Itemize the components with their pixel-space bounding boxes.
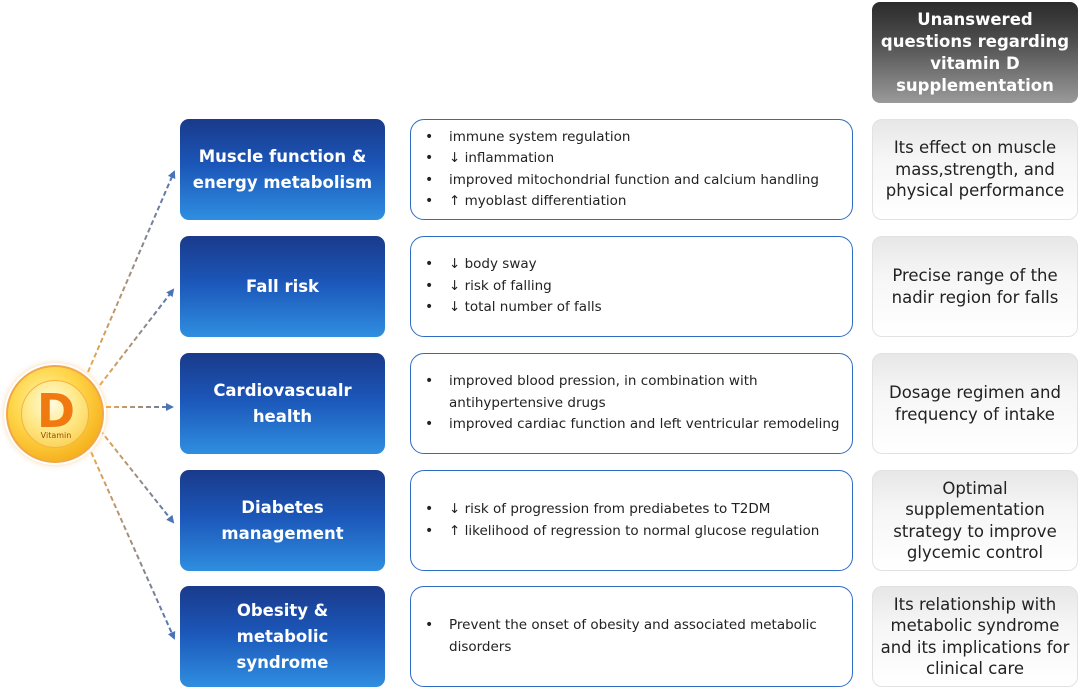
category-label: Fall risk <box>245 276 320 296</box>
vitamin-d-letter: D <box>36 384 76 438</box>
category-diabetes-management: Diabetes management <box>180 470 385 571</box>
question-diabetes-management: Optimal supplementation strategy to impr… <box>872 470 1078 571</box>
effects-list: immune system regulation ↓ inflammation … <box>425 127 819 213</box>
question-text: Its relationship with metabolic syndrome… <box>880 594 1070 679</box>
effects-muscle-function: immune system regulation ↓ inflammation … <box>410 119 853 220</box>
category-muscle-function: Muscle function & energy metabolism <box>180 119 385 220</box>
question-text: Its effect on muscle mass,strength, and … <box>885 138 1065 201</box>
arrow-to-obesity <box>87 444 176 640</box>
questions-header: Unanswered questions regarding vitamin D… <box>872 2 1078 103</box>
effect-item: ↓ body sway <box>425 254 602 276</box>
effect-item: ↑ likelihood of regression to normal glu… <box>425 521 819 543</box>
effects-list: ↓ body sway ↓ risk of falling ↓ total nu… <box>425 254 602 319</box>
effects-diabetes-management: ↓ risk of progression from prediabetes t… <box>410 470 853 571</box>
category-cardiovascular-health: Cardiovascualr health <box>180 353 385 454</box>
category-label: Diabetes management <box>221 497 344 543</box>
category-label: Muscle function & energy metabolism <box>192 146 373 192</box>
vitamin-d-icon: D Vitamin <box>6 365 104 463</box>
questions-header-title: Unanswered questions regarding vitamin D… <box>880 9 1070 95</box>
question-text: Optimal supplementation strategy to impr… <box>893 478 1057 563</box>
effect-item: ↓ total number of falls <box>425 297 602 319</box>
effect-item: ↓ risk of progression from prediabetes t… <box>425 499 819 521</box>
vitamin-d-word: Vitamin <box>40 431 72 440</box>
effect-item: ↓ inflammation <box>425 148 819 170</box>
effect-item: Prevent the onset of obesity and associa… <box>425 615 844 658</box>
effect-item: immune system regulation <box>425 127 819 149</box>
question-muscle-function: Its effect on muscle mass,strength, and … <box>872 119 1078 220</box>
effects-fall-risk: ↓ body sway ↓ risk of falling ↓ total nu… <box>410 236 853 337</box>
arrow-to-fall-risk <box>99 288 175 386</box>
question-obesity-metabolic-syndrome: Its relationship with metabolic syndrome… <box>872 586 1078 687</box>
effect-item: improved cardiac function and left ventr… <box>425 414 844 436</box>
question-text: Dosage regimen and frequency of intake <box>889 383 1061 424</box>
vitamin-d-inner-circle: D Vitamin <box>21 380 89 448</box>
question-cardiovascular-health: Dosage regimen and frequency of intake <box>872 353 1078 454</box>
effect-item: improved blood pression, in combination … <box>425 371 844 414</box>
effects-list: improved blood pression, in combination … <box>425 371 844 436</box>
arrow-to-diabetes <box>99 429 175 524</box>
category-label: Obesity & metabolic syndrome <box>236 600 329 672</box>
question-fall-risk: Precise range of the nadir region for fa… <box>872 236 1078 337</box>
effect-item: ↑ myoblast differentiation <box>425 191 819 213</box>
effect-item: improved mitochondrial function and calc… <box>425 170 819 192</box>
effects-cardiovascular-health: improved blood pression, in combination … <box>410 353 853 454</box>
effects-list: Prevent the onset of obesity and associa… <box>425 615 844 658</box>
arrow-to-muscle <box>87 170 176 373</box>
category-obesity-metabolic-syndrome: Obesity & metabolic syndrome <box>180 586 385 687</box>
effects-obesity-metabolic-syndrome: Prevent the onset of obesity and associa… <box>410 586 853 687</box>
category-fall-risk: Fall risk <box>180 236 385 337</box>
effects-list: ↓ risk of progression from prediabetes t… <box>425 499 819 542</box>
category-label: Cardiovascualr health <box>213 380 352 426</box>
question-text: Precise range of the nadir region for fa… <box>891 266 1059 307</box>
effect-item: ↓ risk of falling <box>425 276 602 298</box>
